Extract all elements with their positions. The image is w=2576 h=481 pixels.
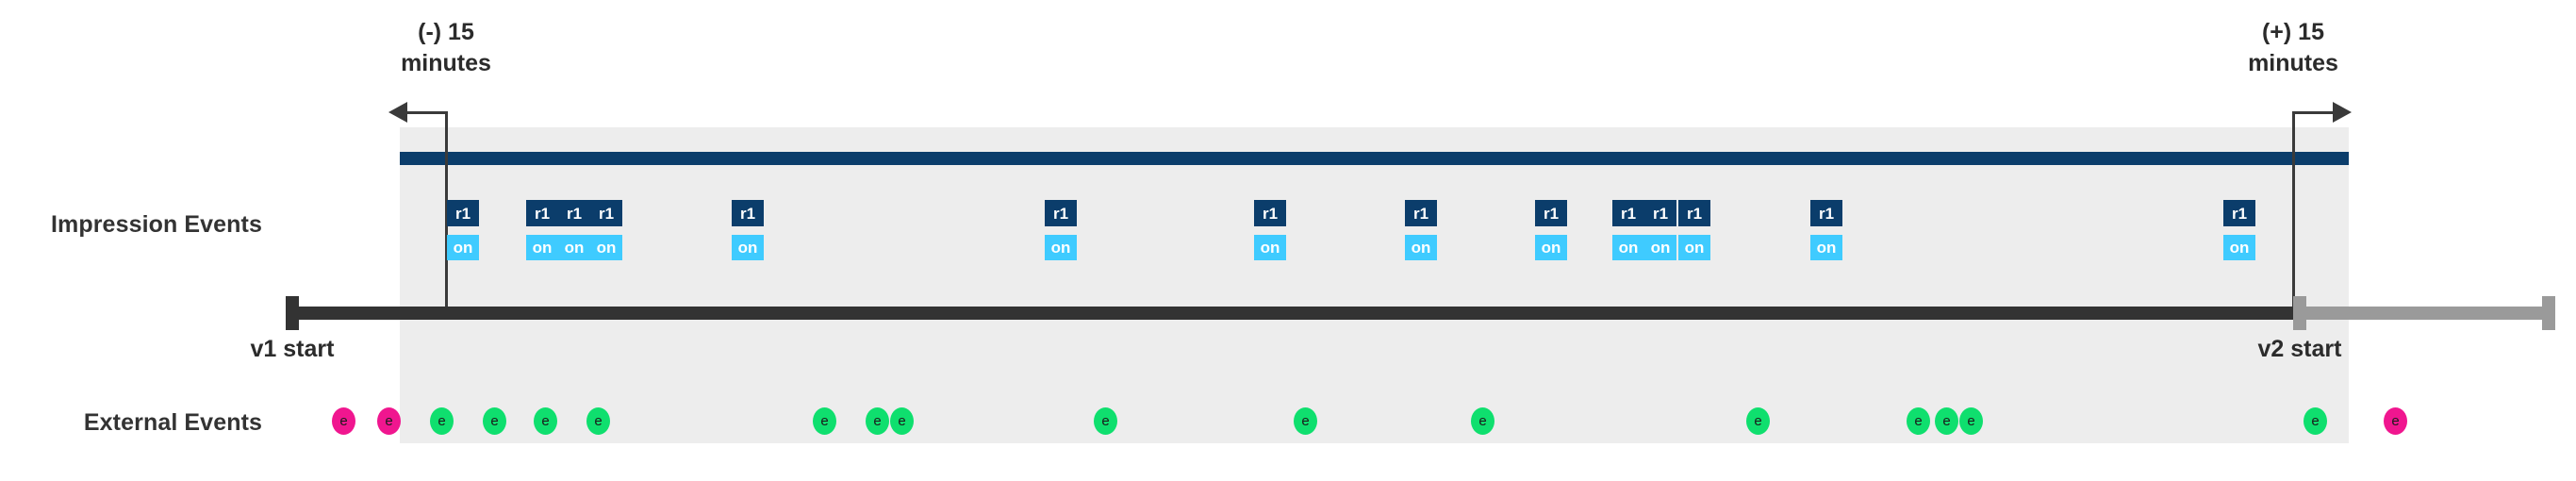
- impression-chip-on[interactable]: on: [1644, 235, 1676, 260]
- impression-chip-on[interactable]: on: [1810, 235, 1842, 260]
- impression-chip-r1[interactable]: r1: [1644, 200, 1676, 226]
- external-event-dot-in-window[interactable]: e: [483, 407, 506, 435]
- window-end-callout: (+) 15 minutes: [2180, 17, 2406, 79]
- external-event-dot-in-window[interactable]: e: [813, 407, 836, 435]
- window-start-callout-line2: minutes: [401, 50, 491, 76]
- external-event-dot-in-window[interactable]: e: [534, 407, 557, 435]
- v2-start-label: v2 start: [2257, 336, 2342, 362]
- impression-chip-on[interactable]: on: [1254, 235, 1286, 260]
- impression-chip-on[interactable]: on: [2223, 235, 2255, 260]
- external-event-dot-in-window[interactable]: e: [890, 407, 914, 435]
- impression-chip-on[interactable]: on: [1678, 235, 1710, 260]
- external-event-dot-out-of-window[interactable]: e: [332, 407, 355, 435]
- impression-events-row-label: Impression Events: [50, 211, 262, 238]
- external-event-dot-in-window[interactable]: e: [430, 407, 454, 435]
- external-event-dot-in-window[interactable]: e: [1959, 407, 1983, 435]
- impression-chip-r1[interactable]: r1: [732, 200, 764, 226]
- impression-chip-on[interactable]: on: [1535, 235, 1567, 260]
- impression-chip-r1[interactable]: r1: [1405, 200, 1437, 226]
- external-event-dot-in-window[interactable]: e: [586, 407, 610, 435]
- impression-chip-r1[interactable]: r1: [2223, 200, 2255, 226]
- impression-chip-r1[interactable]: r1: [447, 200, 479, 226]
- v2-axis-segment: [2293, 307, 2555, 320]
- external-event-dot-out-of-window[interactable]: e: [2384, 407, 2407, 435]
- external-event-dot-in-window[interactable]: e: [1094, 407, 1117, 435]
- v1-axis-segment: [286, 307, 2296, 320]
- window-end-callout-line2: minutes: [2248, 50, 2338, 76]
- window-start-leader-vertical: [445, 111, 448, 317]
- external-event-dot-in-window[interactable]: e: [866, 407, 889, 435]
- impression-chip-r1[interactable]: r1: [590, 200, 622, 226]
- external-event-dot-in-window[interactable]: e: [2304, 407, 2327, 435]
- impression-chip-r1[interactable]: r1: [1678, 200, 1710, 226]
- impression-chip-r1[interactable]: r1: [1810, 200, 1842, 226]
- external-event-dot-in-window[interactable]: e: [1294, 407, 1317, 435]
- impression-chip-on[interactable]: on: [526, 235, 558, 260]
- external-events-row-label: External Events: [83, 409, 262, 436]
- window-end-leader-vertical: [2292, 111, 2295, 317]
- external-event-dot-out-of-window[interactable]: e: [377, 407, 401, 435]
- external-event-dot-in-window[interactable]: e: [1907, 407, 1930, 435]
- window-end-callout-line1: (+) 15: [2261, 19, 2324, 45]
- impression-chip-on[interactable]: on: [732, 235, 764, 260]
- impression-chip-on[interactable]: on: [1045, 235, 1077, 260]
- window-start-callout: (-) 15 minutes: [333, 17, 559, 79]
- attribution-window-band: [400, 127, 2349, 443]
- window-end-arrowhead: [2333, 102, 2352, 123]
- v2-end-cap: [2542, 296, 2555, 330]
- impression-chip-on[interactable]: on: [447, 235, 479, 260]
- impression-chip-r1[interactable]: r1: [1535, 200, 1567, 226]
- external-event-dot-in-window[interactable]: e: [1935, 407, 1958, 435]
- impression-chip-r1[interactable]: r1: [1254, 200, 1286, 226]
- impression-chip-r1[interactable]: r1: [558, 200, 590, 226]
- impression-chip-r1[interactable]: r1: [1045, 200, 1077, 226]
- window-start-callout-line1: (-) 15: [418, 19, 474, 45]
- impression-chip-r1[interactable]: r1: [526, 200, 558, 226]
- impression-chip-r1[interactable]: r1: [1612, 200, 1644, 226]
- impression-chip-on[interactable]: on: [590, 235, 622, 260]
- v1-version-bar: [400, 152, 2349, 165]
- impression-chip-on[interactable]: on: [1612, 235, 1644, 260]
- external-event-dot-in-window[interactable]: e: [1471, 407, 1494, 435]
- impression-chip-on[interactable]: on: [558, 235, 590, 260]
- external-event-dot-in-window[interactable]: e: [1746, 407, 1770, 435]
- impression-chip-on[interactable]: on: [1405, 235, 1437, 260]
- window-start-arrowhead: [388, 102, 407, 123]
- window-start-leader-horizontal: [407, 111, 448, 114]
- v1-start-label: v1 start: [250, 336, 335, 362]
- window-end-leader-horizontal: [2292, 111, 2333, 114]
